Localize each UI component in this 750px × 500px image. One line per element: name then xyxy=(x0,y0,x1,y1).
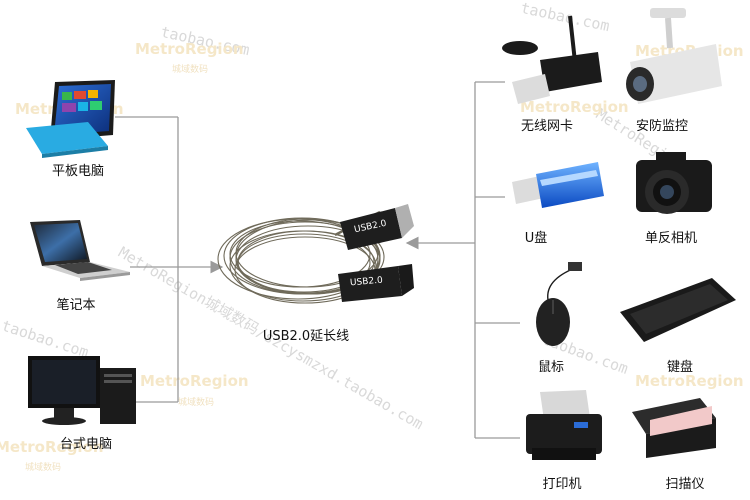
label-wifi-adapter: 无线网卡 xyxy=(520,119,574,134)
scanner-image xyxy=(632,398,716,458)
usb-plug-top xyxy=(340,204,414,250)
label-scanner: 扫描仪 xyxy=(665,477,705,492)
label-dslr-camera: 单反相机 xyxy=(644,231,698,246)
printer-image xyxy=(526,390,602,460)
label-usb-stick: U盘 xyxy=(524,231,548,246)
desktop-image xyxy=(28,356,136,425)
tablet-image xyxy=(26,80,115,158)
dslr-camera-image xyxy=(636,152,712,214)
label-printer: 打印机 xyxy=(542,477,582,492)
wifi-adapter-image xyxy=(502,15,602,104)
keyboard-image xyxy=(620,278,736,342)
security-camera-image xyxy=(626,8,722,104)
label-keyboard: 键盘 xyxy=(666,360,694,375)
left-bracket-line xyxy=(115,116,224,403)
usb-plug-bottom xyxy=(338,264,414,302)
label-desktop: 台式电脑 xyxy=(59,437,113,452)
usb-stick-image xyxy=(512,162,604,208)
label-laptop: 笔记本 xyxy=(56,298,96,313)
label-usb-cable: USB2.0延长线 xyxy=(262,329,350,344)
label-mouse: 鼠标 xyxy=(537,360,565,375)
label-security-camera: 安防监控 xyxy=(635,119,689,134)
mouse-image xyxy=(536,262,582,346)
label-tablet: 平板电脑 xyxy=(51,164,105,179)
laptop-image xyxy=(30,220,130,281)
right-bracket-line xyxy=(405,81,520,439)
